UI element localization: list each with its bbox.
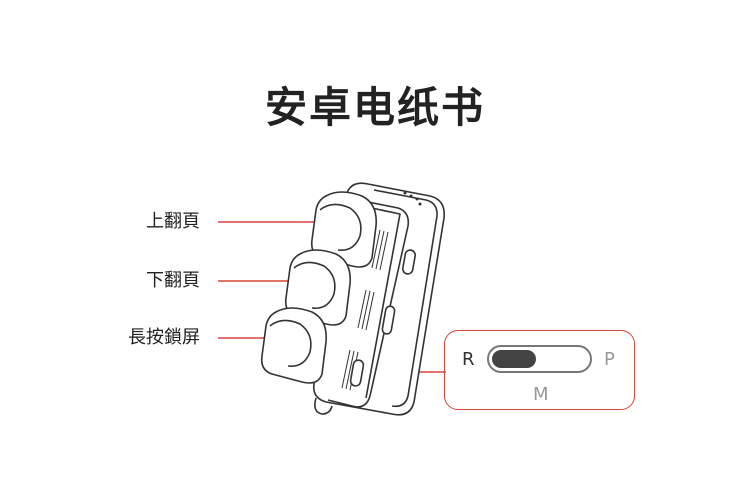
side-slot-2 bbox=[381, 305, 396, 335]
side-slot-1 bbox=[401, 249, 417, 275]
mode-switch-callout bbox=[444, 330, 635, 410]
page-title: 安卓电纸书 bbox=[264, 83, 485, 132]
switch-label-p: P bbox=[604, 349, 615, 370]
page-down-label: 下翻頁 bbox=[146, 270, 200, 291]
side-slot-3 bbox=[349, 359, 365, 387]
lock-screen-label: 長按鎖屏 bbox=[128, 327, 200, 348]
switch-label-m: M bbox=[533, 384, 549, 405]
keycap-lock bbox=[260, 307, 328, 384]
page-up-label: 上翻頁 bbox=[146, 211, 200, 232]
switch-label-r: R bbox=[462, 349, 475, 370]
mode-switch-track[interactable] bbox=[487, 345, 592, 373]
mode-switch-knob[interactable] bbox=[492, 350, 536, 368]
keycap-page-up bbox=[310, 191, 378, 268]
keycap-page-down bbox=[284, 249, 352, 326]
